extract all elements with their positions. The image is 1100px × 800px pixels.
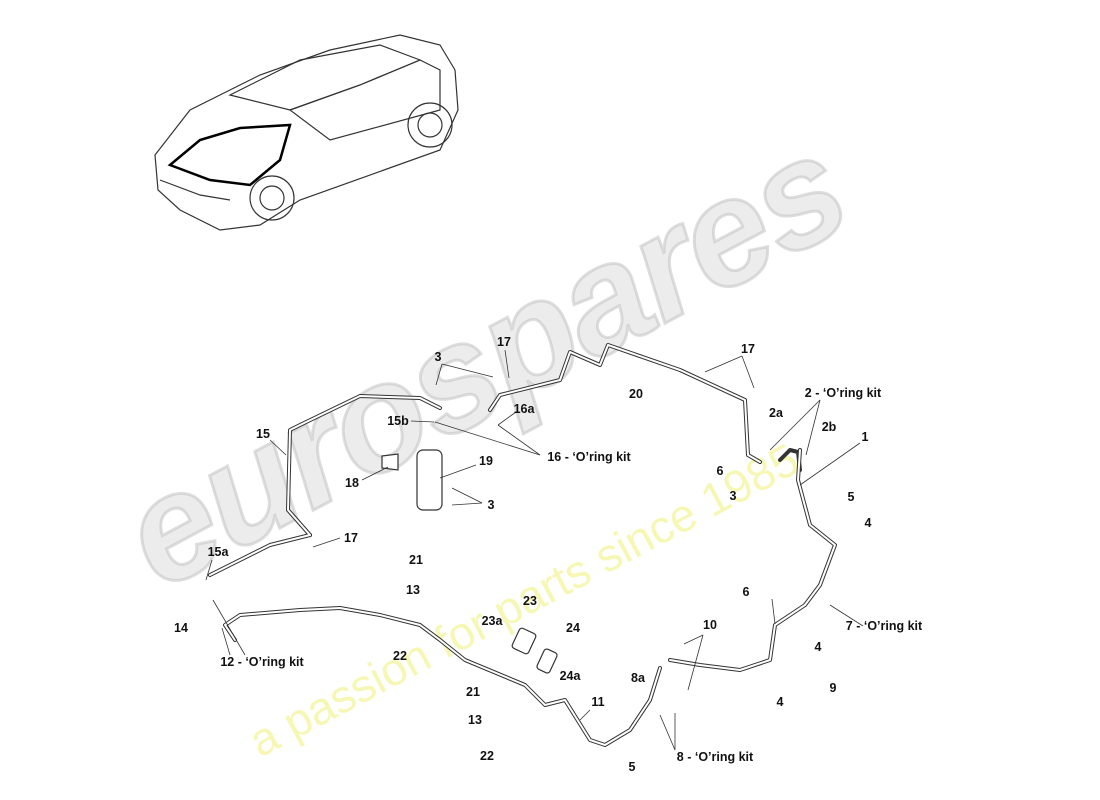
callout-label: 18: [345, 476, 359, 490]
callout-label: 21: [409, 553, 423, 567]
callout-label: 2 - ‘O’ring kit: [804, 386, 882, 400]
callout-label: 1: [861, 430, 869, 444]
callout-label: 2b: [821, 420, 837, 434]
callout-label: 17: [741, 342, 755, 356]
callout-label: 23: [523, 594, 537, 608]
callout-label: 9: [829, 681, 837, 695]
callout-label: 10: [703, 618, 717, 632]
car-illustration: [154, 34, 459, 231]
callout-label: 16a: [513, 402, 535, 416]
callout-label: 4: [776, 695, 784, 709]
callout-label: 15: [256, 427, 270, 441]
ac-pipes-inner: [209, 344, 836, 746]
callout-label: 17: [497, 335, 511, 349]
callout-label: 13: [468, 713, 482, 727]
callout-label: 14: [174, 621, 188, 635]
callout-label: 24: [566, 621, 580, 635]
callout-label: 23a: [481, 614, 503, 628]
callout-label: 5: [847, 490, 855, 504]
callout-label: 15a: [207, 545, 229, 559]
callout-label: 2a: [769, 406, 783, 420]
callout-label: 4: [864, 516, 872, 530]
callout-label: 6: [742, 585, 750, 599]
callout-label: 8a: [631, 671, 645, 685]
callout-label: 16 - ‘O’ring kit: [547, 450, 631, 464]
callout-label: 24a: [559, 669, 581, 683]
callout-label: 19: [479, 454, 493, 468]
callout-label: 22: [393, 649, 407, 663]
callout-label: 5: [628, 760, 636, 774]
callout-label: 21: [466, 685, 480, 699]
callout-label: 22: [480, 749, 494, 763]
callout-label: 3: [434, 350, 442, 364]
callout-label: 3: [729, 489, 737, 503]
callout-label: 3: [487, 498, 495, 512]
callout-label: 6: [716, 464, 724, 478]
callout-label: 20: [629, 387, 643, 401]
callout-label: 4: [814, 640, 822, 654]
callout-label: 15b: [387, 414, 409, 428]
leader-lines: [205, 349, 864, 751]
callout-label: 13: [406, 583, 420, 597]
callout-label: 7 - ‘O’ring kit: [845, 619, 923, 633]
callout-label: 11: [591, 695, 605, 709]
callout-label: 12 - ‘O’ring kit: [220, 655, 304, 669]
callout-label: 17: [344, 531, 358, 545]
callout-label: 8 - ‘O’ring kit: [676, 750, 754, 764]
receiver-drier: [381, 449, 558, 674]
